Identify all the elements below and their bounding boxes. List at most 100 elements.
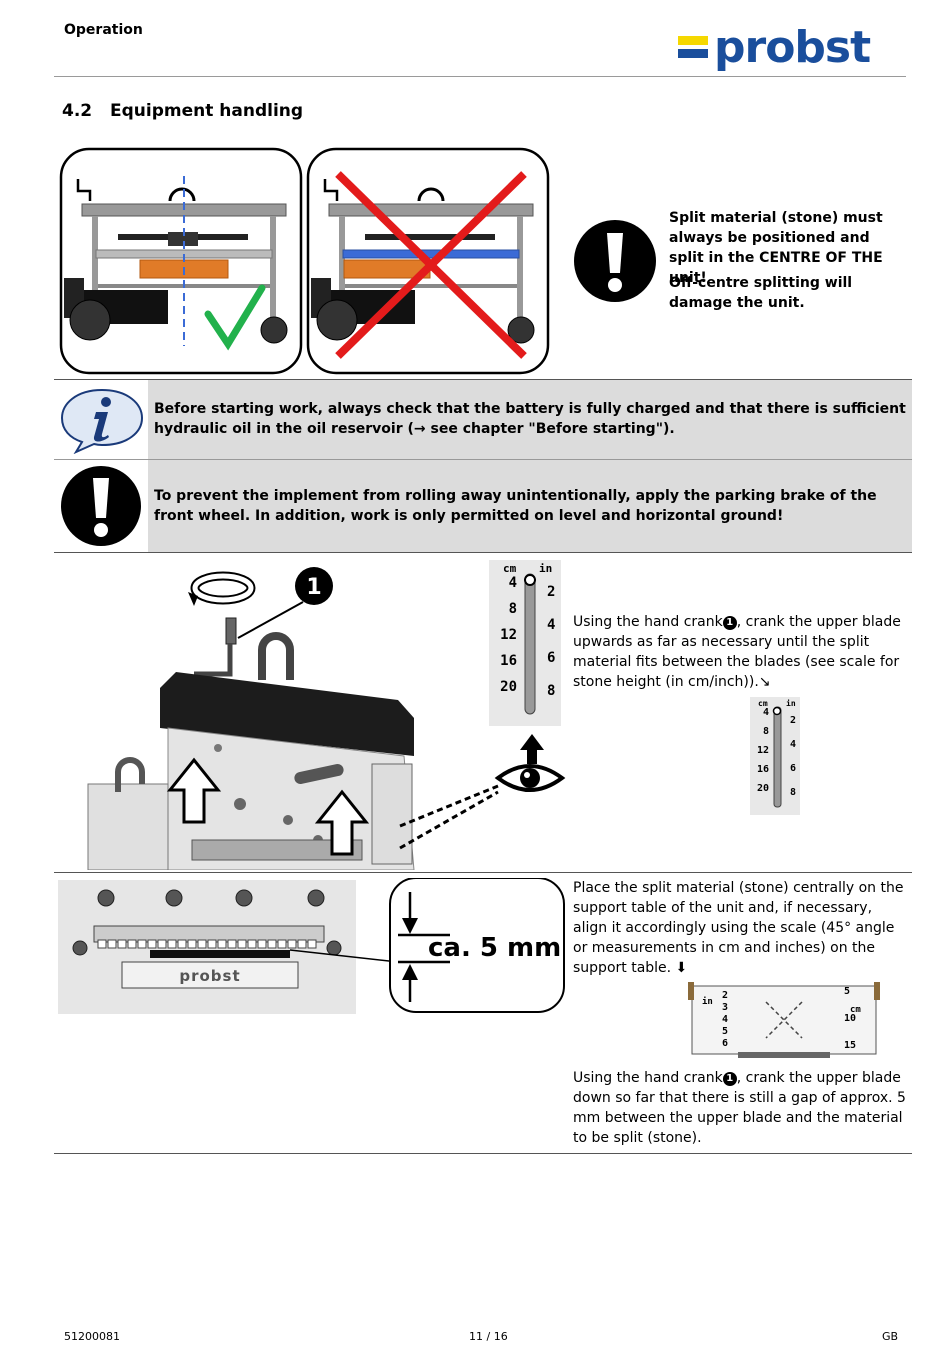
warning-box-bottom-rule [54,552,912,553]
warning-box-text: To prevent the implement from rolling aw… [154,488,877,524]
scale-in-mark: 6 [547,650,555,666]
blade-tooth [237,939,247,949]
footer-doc-number: 51200081 [64,1330,120,1343]
blade-tooth [207,939,217,949]
info-box-text: Before starting work, always check that … [154,401,906,437]
eye-icon [494,764,566,792]
scale-in-mark: 4 [790,739,796,750]
scale-cm-mark: 20 [500,679,517,695]
scale-in-mark: 6 [790,763,796,774]
blade-tooth [277,939,287,949]
svg-text:in: in [539,562,552,575]
blade-gap-illustration: probst ca. 5 mm [58,878,565,1014]
blade-tooth [307,939,317,949]
blade-tooth [247,939,257,949]
check-icon [204,284,266,351]
table-in-mark: 2 [722,990,728,1001]
arrow-up-icon [520,734,544,764]
info-box [148,380,912,459]
scale-cm-mark: 12 [757,745,769,756]
up-arrow-icon [314,789,370,856]
scale-cm-mark: 8 [763,726,769,737]
rotate-arrow-icon [188,571,256,606]
svg-text:cm: cm [503,562,517,575]
blade-tooth [187,939,197,949]
wrong-position-panel [306,147,550,375]
blade-tooth [177,939,187,949]
table-cm-mark: 15 [844,1040,856,1051]
header-section-title: Operation [64,22,143,38]
centre-warning-line2: Off-centre splitting will damage the uni… [669,275,853,311]
up-arrow-icon [166,757,222,824]
step2-text: Place the split material (stone) central… [573,880,904,976]
blade-tooth [97,939,107,949]
logo-text: probst [714,26,871,73]
blade-tooth [287,939,297,949]
callout-1 [295,567,333,605]
scale-cm-mark: 16 [757,764,769,775]
svg-text:cm: cm [758,699,768,708]
centre-position-figure [59,147,550,375]
content-bottom-rule [54,1153,912,1154]
info-icon [60,388,144,454]
exclamation-icon [574,220,656,302]
scale-cm-mark: 4 [763,707,769,718]
scale-cm-mark: 12 [500,627,517,643]
table-in-mark: 6 [722,1038,728,1049]
table-in-mark: 3 [722,1002,728,1013]
header-rule [54,76,906,77]
step1-bottom-rule [54,872,912,873]
info-box-bottom-rule [54,459,912,460]
warning-box [148,460,912,552]
probst-logo: probst [678,26,872,73]
scale-in-mark: 8 [547,683,555,699]
footer-page-number: 11 / 16 [469,1330,508,1343]
blade-tooth [167,939,177,949]
table-cm-mark: 10 [844,1013,856,1024]
scale-cm-mark: 4 [509,575,517,591]
svg-text:in: in [786,698,796,708]
table-cm-mark: 5 [844,986,850,997]
plate-brand: probst [179,967,240,985]
blade-tooth [227,939,237,949]
callout-1-badge: 1 [722,1072,737,1086]
blade-tooth [297,939,307,949]
blade-tooth [257,939,267,949]
blade-tooth [137,939,147,949]
blade-tooth [147,939,157,949]
footer-language: GB [882,1330,899,1343]
scale-cm-mark: 8 [509,601,517,617]
hand-crank-illustration: 1 [87,567,566,870]
blade-tooth [197,939,207,949]
blade-tooth [127,939,137,949]
scale-in-mark: 8 [790,787,796,798]
scale-cm-mark: 20 [757,783,769,794]
blade-tooth [157,939,167,949]
svg-text:cm: cm [850,1005,861,1015]
table-in-mark: 4 [722,1014,728,1025]
blade-tooth [107,939,117,949]
correct-position-panel [59,147,303,375]
scale-cm-mark: 16 [500,653,517,669]
svg-text:in: in [702,996,713,1007]
gap-label: ca. 5 mm [428,933,561,963]
info-box-top-rule [54,379,912,380]
callout-1-badge: 1 [722,616,737,630]
exclamation-icon [61,466,141,546]
section-number: 4.2 [62,101,93,121]
section-title: Equipment handling [110,101,304,121]
centre-warning-line1: Split material (stone) must always be po… [669,210,883,286]
table-in-mark: 5 [722,1026,728,1037]
blade-tooth [217,939,227,949]
scale-in-mark: 2 [790,715,796,726]
cross-icon [335,171,527,359]
blade-tooth [117,939,127,949]
scale-in-mark: 2 [547,584,555,600]
scale-in-mark: 4 [547,617,555,633]
blade-tooth [267,939,277,949]
